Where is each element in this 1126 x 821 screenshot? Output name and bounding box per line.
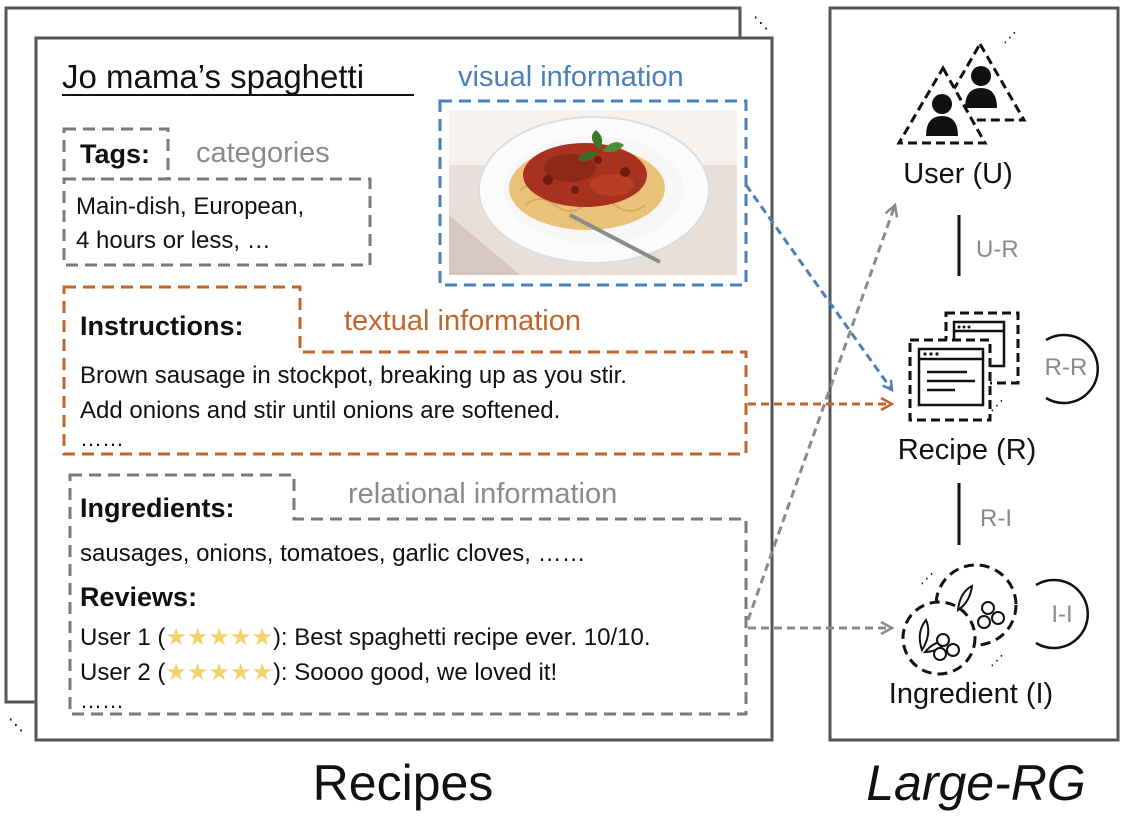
ingredients-line: sausages, onions, tomatoes, garlic clove… (80, 540, 586, 567)
instructions-line-2: Add onions and stir until onions are sof… (80, 397, 560, 424)
instructions-line-1: Brown sausage in stockpot, breaking up a… (80, 362, 627, 389)
textual-information-box (62, 285, 748, 456)
tags-line-1: Main-dish, European, (76, 193, 304, 220)
more-cards-dots-top: ⋱ (753, 15, 769, 32)
recipe-document-icon: ⋰ (908, 311, 1020, 422)
svg-text:⋰: ⋰ (1003, 29, 1017, 45)
user-group-icon: ⋰ (896, 29, 1027, 145)
categories-label: categories (196, 137, 330, 169)
loop-ingredient-ingredient (1035, 578, 1089, 650)
arrow-reviews-to-user (746, 205, 895, 621)
ingredient-herbs-icon: ⋰ ⋰ (901, 563, 1018, 676)
recipe-title: Jo mama’s spaghetti (62, 58, 364, 95)
ingredient-node-label: Ingredient (I) (889, 678, 1053, 710)
review-1: User 1 (★★★★★): Best spaghetti recipe ev… (80, 624, 651, 651)
more-cards-dots-bottom: ⋱ (8, 717, 24, 734)
review-2-stars: ★★★★★ (165, 659, 273, 686)
tags-box (62, 177, 372, 267)
textual-information-label: textual information (344, 305, 581, 337)
review-2: User 2 (★★★★★): Soooo good, we loved it! (80, 659, 557, 686)
visual-information-box (438, 99, 748, 287)
review-1-stars: ★★★★★ (165, 624, 273, 651)
instructions-header: Instructions: (80, 311, 244, 341)
svg-text:⋰: ⋰ (920, 570, 934, 586)
review-1-user: User 1 ( (80, 624, 165, 651)
recipe-node-label: Recipe (R) (898, 434, 1037, 466)
loop-ii-label: I-I (1051, 601, 1072, 628)
review-1-text: ): Best spaghetti recipe ever. 10/10. (273, 624, 651, 651)
edge-ri-label: R-I (980, 505, 1012, 532)
large-rg-caption: Large-RG (866, 755, 1086, 811)
instructions-more: …… (80, 426, 124, 451)
ingredients-header: Ingredients: (80, 493, 235, 523)
review-2-text: ): Soooo good, we loved it! (273, 659, 557, 686)
loop-rr-label: R-R (1045, 354, 1088, 381)
arrow-visual-to-recipe (744, 184, 892, 390)
review-2-user: User 2 ( (80, 659, 165, 686)
tags-line-2: 4 hours or less, … (76, 227, 271, 254)
tags-header: Tags: (80, 139, 150, 169)
visual-information-label: visual information (458, 61, 684, 93)
loop-recipe-recipe (1045, 333, 1099, 405)
edge-ur-label: U-R (976, 236, 1019, 263)
relational-information-label: relational information (348, 478, 617, 510)
user-node-label: User (U) (903, 158, 1013, 190)
spaghetti-photo (449, 110, 737, 275)
recipes-caption: Recipes (313, 755, 494, 811)
svg-text:⋰: ⋰ (990, 652, 1004, 668)
svg-text:⋰: ⋰ (990, 397, 1004, 413)
reviews-more: …… (80, 688, 124, 713)
reviews-header: Reviews: (80, 582, 197, 612)
